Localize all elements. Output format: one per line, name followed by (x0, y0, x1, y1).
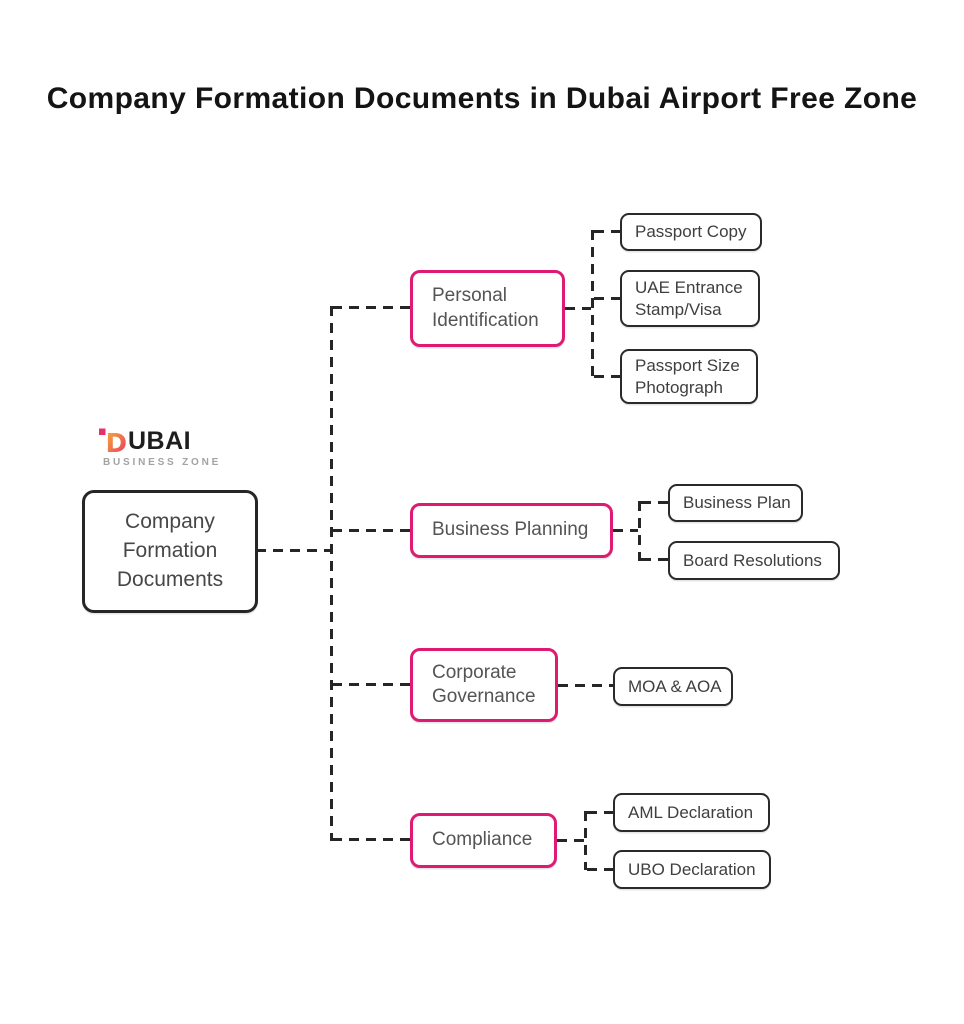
connector-to-uae-entrance-stamp-visa (594, 297, 620, 300)
connector-to-ubo-declaration (587, 868, 613, 871)
connector-trunk-to-personal-identification (332, 306, 410, 309)
node-moa-aoa: MOA & AOA (613, 667, 733, 706)
connector-compliance-vertical (584, 811, 587, 870)
node-passport-copy: Passport Copy (620, 213, 762, 251)
connector-trunk-to-compliance (332, 838, 410, 841)
connector-business-planning-out (613, 529, 638, 532)
node-uae-entrance-stamp-visa: UAE Entrance Stamp/Visa (620, 270, 760, 327)
connector-to-moa-aoa (558, 684, 613, 687)
node-ubo-declaration: UBO Declaration (613, 850, 771, 889)
connector-compliance-out (557, 839, 584, 842)
connector-to-passport-size-photograph (594, 375, 620, 378)
connector-to-aml-declaration (587, 811, 613, 814)
connector-personal-identification-vertical (591, 230, 594, 378)
node-board-resolutions: Board Resolutions (668, 541, 840, 580)
svg-text:D: D (106, 429, 128, 454)
dubai-pixel-d-icon: D (99, 428, 128, 454)
node-personal-identification: Personal Identification (410, 270, 565, 347)
node-business-planning: Business Planning (410, 503, 613, 558)
connector-business-planning-vertical (638, 501, 641, 561)
node-passport-size-photograph: Passport Size Photograph (620, 349, 758, 404)
node-business-plan: Business Plan (668, 484, 803, 522)
node-aml-declaration: AML Declaration (613, 793, 770, 832)
page-title: Company Formation Documents in Dubai Air… (46, 82, 918, 115)
connector-to-passport-copy (594, 230, 620, 233)
brand-wordmark: D UBAI (99, 424, 229, 454)
connector-to-board-resolutions (641, 558, 668, 561)
brand-logo: D UBAI BUSINESS ZONE (99, 424, 229, 468)
brand-name-text: UBAI (128, 427, 192, 455)
node-company-formation-documents: Company Formation Documents (82, 490, 258, 613)
node-corporate-governance: Corporate Governance (410, 648, 558, 722)
brand-tagline: BUSINESS ZONE (103, 457, 222, 468)
connector-to-business-plan (641, 501, 668, 504)
node-compliance: Compliance (410, 813, 557, 868)
connector-root-to-trunk (256, 549, 332, 552)
connector-trunk-to-corporate-governance (332, 683, 410, 686)
connector-personal-identification-out (565, 307, 591, 310)
connector-trunk-vertical (330, 306, 333, 841)
connector-trunk-to-business-planning (332, 529, 410, 532)
